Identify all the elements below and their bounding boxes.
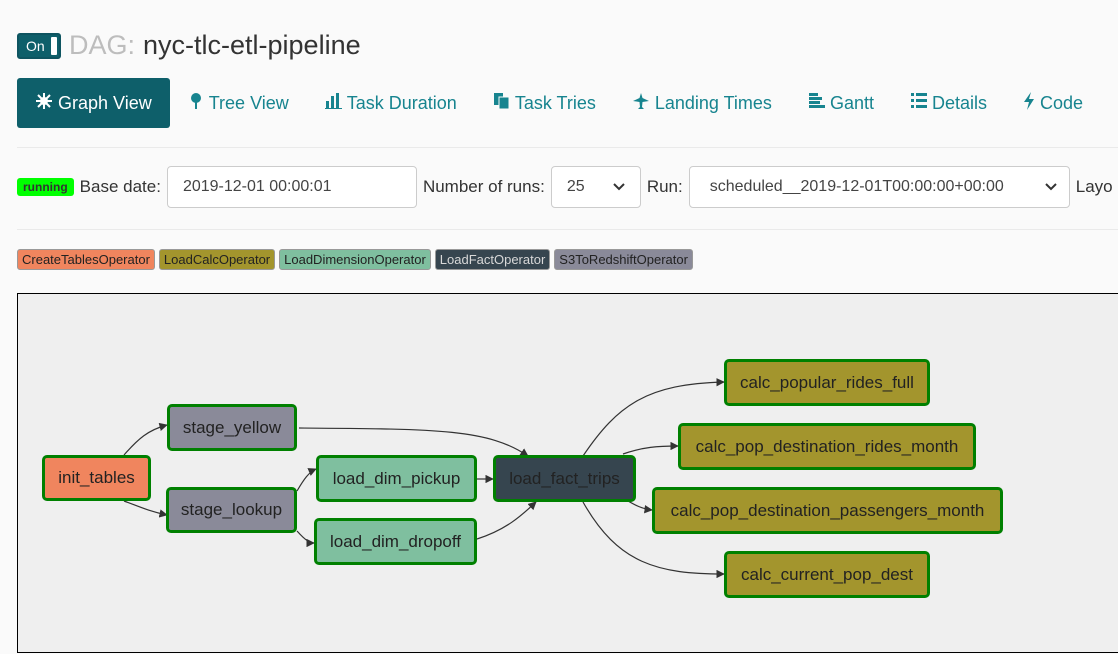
edge-fact-to-popular xyxy=(582,378,725,457)
task-node-init-tables[interactable]: init_tables xyxy=(42,455,151,501)
tab-label: Details xyxy=(931,92,987,113)
edge-fact-to-dest-rides xyxy=(622,441,679,455)
tab-landing-times[interactable]: Landing Times xyxy=(614,78,790,128)
num-runs-value: 25 xyxy=(566,178,585,195)
tab-label: Task Duration xyxy=(346,92,457,113)
run-label: Run: xyxy=(646,177,683,196)
chevron-down-icon xyxy=(613,180,625,194)
task-node-load-dim-pickup[interactable]: load_dim_pickup xyxy=(316,455,477,502)
graph-icon xyxy=(35,92,53,115)
num-runs-label: Number of runs: xyxy=(422,177,545,196)
edge-dropoff-to-fact xyxy=(476,501,537,540)
task-node-stage-yellow[interactable]: stage_yellow xyxy=(167,404,297,451)
legend-item-load-fact[interactable]: LoadFactOperator xyxy=(434,249,551,270)
edge-stage-lookup-to-pickup xyxy=(296,468,317,492)
tree-icon xyxy=(188,92,204,115)
gantt-icon xyxy=(808,92,825,114)
tab-graph-view[interactable]: Graph View xyxy=(17,78,170,128)
task-label: load_fact_trips xyxy=(509,468,620,488)
num-runs-select[interactable]: 25 xyxy=(550,166,641,208)
tab-gantt[interactable]: Gantt xyxy=(790,78,892,128)
run-controls: running Base date: 2019-12-01 00:00:01 N… xyxy=(17,166,1113,208)
legend-item-load-calc[interactable]: LoadCalcOperator xyxy=(158,249,276,270)
tab-label: Landing Times xyxy=(654,92,772,113)
base-date-input[interactable]: 2019-12-01 00:00:01 xyxy=(166,166,417,208)
edge-init-to-stage-lookup xyxy=(123,500,168,518)
legend-item-create-tables[interactable]: CreateTablesOperator xyxy=(17,249,155,270)
view-tabs: Graph View Tree View Task Duration Task … xyxy=(17,78,1101,128)
tab-label: Graph View xyxy=(58,92,152,113)
dag-state-badge: running xyxy=(17,178,74,196)
task-node-calc-popular-rides-full[interactable]: calc_popular_rides_full xyxy=(724,359,930,406)
divider xyxy=(17,147,1118,148)
run-value: scheduled__2019-12-01T00:00:00+00:00 xyxy=(709,178,1004,195)
task-label: calc_pop_destination_rides_month xyxy=(695,436,959,456)
edge-init-to-stage-yellow xyxy=(123,422,168,456)
tab-task-tries[interactable]: Task Tries xyxy=(475,78,614,128)
run-select[interactable]: scheduled__2019-12-01T00:00:00+00:00 xyxy=(688,166,1070,208)
bolt-icon xyxy=(1023,91,1035,115)
task-label: calc_pop_destination_passengers_month xyxy=(670,500,985,520)
tab-label: Task Tries xyxy=(514,92,596,113)
edge-fact-to-current xyxy=(582,501,725,579)
graph-edges xyxy=(123,378,725,579)
operator-legend: CreateTablesOperator LoadCalcOperator Lo… xyxy=(17,249,697,270)
base-date-value: 2019-12-01 00:00:01 xyxy=(182,178,332,195)
legend-item-load-dimension[interactable]: LoadDimensionOperator xyxy=(279,249,431,270)
layout-label: Layo xyxy=(1075,177,1113,196)
tab-label: Tree View xyxy=(208,92,289,113)
task-label: stage_lookup xyxy=(180,500,283,519)
task-label: load_dim_pickup xyxy=(332,468,461,488)
legend-item-s3-to-redshift[interactable]: S3ToRedshiftOperator xyxy=(554,249,693,270)
tab-label: Code xyxy=(1040,92,1084,113)
task-label: load_dim_dropoff xyxy=(329,531,462,551)
task-node-stage-lookup[interactable]: stage_lookup xyxy=(166,487,297,533)
tab-code[interactable]: Code xyxy=(1005,78,1101,128)
dag-graph[interactable]: init_tables stage_yellow stage_lookup lo… xyxy=(17,293,1118,653)
task-label: calc_current_pop_dest xyxy=(740,564,913,584)
task-node-calc-pop-destination-passengers-month[interactable]: calc_pop_destination_passengers_month xyxy=(652,487,1003,534)
dag-title-prefix: DAG: xyxy=(69,30,136,60)
tab-task-duration[interactable]: Task Duration xyxy=(307,78,475,128)
plane-icon xyxy=(632,92,650,115)
task-label: calc_popular_rides_full xyxy=(740,372,914,392)
task-node-calc-pop-destination-rides-month[interactable]: calc_pop_destination_rides_month xyxy=(678,423,976,470)
tab-details[interactable]: Details xyxy=(892,78,1005,128)
edge-stage-lookup-to-dropoff xyxy=(296,530,315,548)
list-icon xyxy=(910,92,927,114)
dag-pause-toggle[interactable]: On xyxy=(17,32,61,59)
files-icon xyxy=(493,92,510,115)
dag-title: nyc-tlc-etl-pipeline xyxy=(143,30,361,60)
page-header: On DAG: nyc-tlc-etl-pipeline xyxy=(17,30,361,61)
divider xyxy=(17,229,1118,230)
bar-chart-icon xyxy=(324,92,342,114)
task-node-load-dim-dropoff[interactable]: load_dim_dropoff xyxy=(314,518,477,565)
chevron-down-icon xyxy=(1045,180,1057,194)
task-node-load-fact-trips[interactable]: load_fact_trips xyxy=(493,455,636,502)
task-node-calc-current-pop-dest[interactable]: calc_current_pop_dest xyxy=(724,551,930,598)
task-label: init_tables xyxy=(58,468,135,487)
tab-label: Gantt xyxy=(829,92,874,113)
base-date-label: Base date: xyxy=(79,177,161,196)
tab-tree-view[interactable]: Tree View xyxy=(170,78,307,128)
edge-stage-yellow-to-fact xyxy=(298,427,529,457)
task-label: stage_yellow xyxy=(182,417,282,437)
